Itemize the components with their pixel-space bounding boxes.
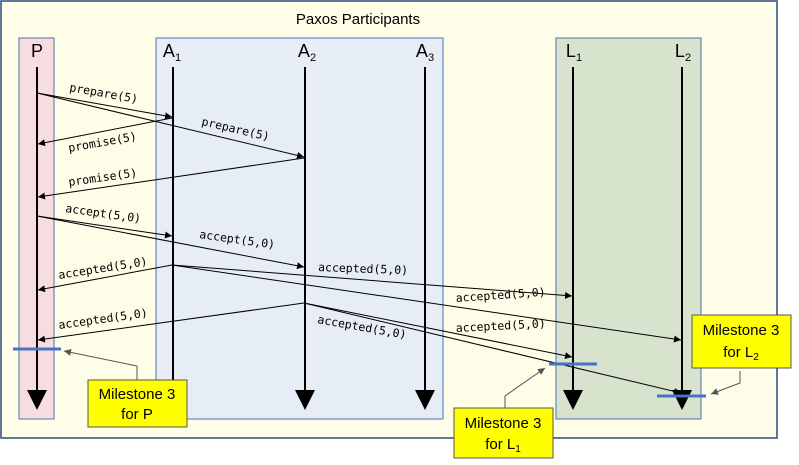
milestone-note-l2	[691, 314, 792, 369]
diagram-title: Paxos Participants	[296, 11, 420, 28]
milestone-note-l1-line2: for L1	[485, 436, 521, 455]
participant-l1-label: L1	[566, 41, 582, 64]
msg-accepted-a2-l1	[303, 302, 573, 360]
milestone-note-l1-line1: Milestone 3	[465, 415, 542, 432]
participant-p-label: P	[31, 41, 43, 61]
msg-promise-a1-p	[37, 117, 173, 147]
msg-prepare-p-a2	[36, 92, 305, 159]
acceptor-group-box	[155, 37, 444, 420]
msg-accepted-a1-l2	[171, 264, 682, 343]
milestone-note-l2-line1: Milestone 3	[703, 322, 780, 339]
msg-prepare-p-a1	[36, 92, 173, 120]
participant-a2-label: A2	[298, 41, 316, 64]
msg-accept-p-a2	[36, 215, 305, 270]
note-l2-pointer	[710, 371, 741, 395]
msg-accepted-a1-l1	[171, 264, 573, 299]
msg-accepted-a1-p	[37, 264, 173, 293]
msg-accepted-a2-l2	[303, 302, 682, 395]
note-l1-pointer	[504, 367, 546, 408]
msg-accepted-a1-l2-label: accepted(5,0)	[455, 285, 546, 305]
milestone-note-l1	[453, 407, 554, 459]
note-p-pointer	[63, 348, 138, 380]
msg-accept-p-a1	[36, 215, 173, 239]
milestone-note-p-line2: for P	[121, 406, 153, 423]
msg-accepted-a2-p	[37, 302, 305, 343]
milestone-note-l2-line2: for L2	[723, 344, 759, 363]
msg-promise-a2-p	[37, 157, 305, 200]
participant-a3-label: A3	[416, 41, 434, 64]
milestone-note-p	[87, 379, 188, 428]
participant-l2-label: L2	[675, 41, 691, 64]
participant-a1-label: A1	[163, 41, 181, 64]
msg-accepted-a2-l2-label: accepted(5,0)	[455, 316, 546, 335]
msg-accepted-a1-l1-label: accepted(5,0)	[318, 260, 408, 277]
milestone-note-p-line1: Milestone 3	[99, 386, 176, 403]
learner-group-box	[555, 37, 702, 420]
